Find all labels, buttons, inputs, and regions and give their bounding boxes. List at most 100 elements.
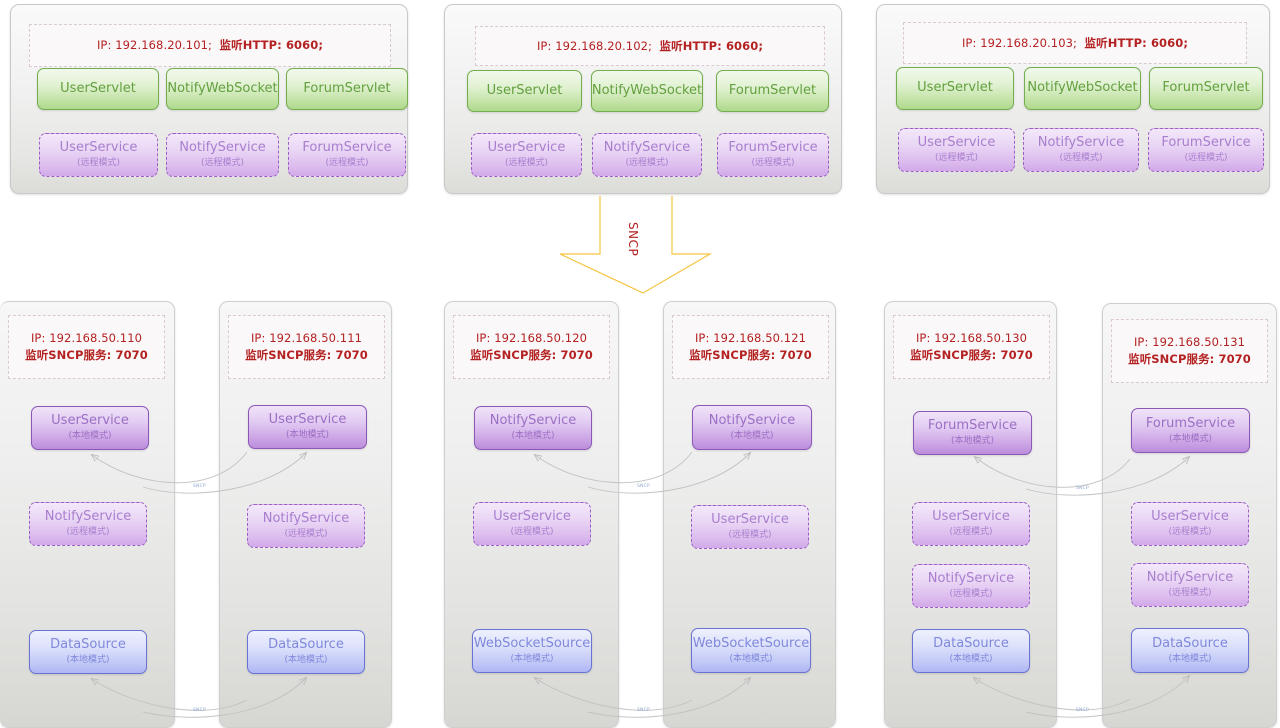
service-node-5-ip-header: IP: 192.168.50.130 监听SNCP服务: 7070 (893, 315, 1050, 379)
service-node-2-component-2[interactable]: NotifyService (远程模式) (247, 504, 365, 548)
component-label: DataSource (268, 637, 344, 653)
service-node-panel-1: IP: 192.168.50.110 监听SNCP服务: 7070 UserSe… (0, 301, 175, 728)
web-server-2-service-2[interactable]: NotifyService (远程模式) (592, 133, 702, 177)
service-node-2-ip-header: IP: 192.168.50.111 监听SNCP服务: 7070 (228, 315, 385, 379)
ip-line: IP: 192.168.50.130 (915, 331, 1028, 345)
component-mode: (本地模式) (510, 654, 554, 665)
sncp-protocol-label: SNCP (626, 222, 640, 257)
component-label: NotifyService (927, 571, 1015, 587)
component-label: DataSource (933, 636, 1009, 652)
component-mode: (本地模式) (949, 654, 993, 665)
component-mode: (本地模式) (285, 430, 330, 441)
ip-line: IP: 192.168.20.101; 监听HTTP: 6060; (96, 38, 324, 52)
component-mode: (本地模式) (66, 655, 110, 666)
component-label: NotifyWebSocket (1027, 80, 1138, 96)
component-label: UserService (59, 140, 138, 156)
service-node-6-component-3[interactable]: NotifyService (远程模式) (1131, 563, 1249, 607)
service-node-panel-6: IP: 192.168.50.131 监听SNCP服务: 7070 ForumS… (1102, 303, 1277, 728)
component-mode: (远程模式) (325, 158, 369, 169)
port-line: 监听SNCP服务: 7070 (25, 348, 148, 362)
component-label: NotifyService (603, 140, 691, 156)
component-label: NotifyService (44, 509, 132, 525)
service-node-4-component-1[interactable]: NotifyService (本地模式) (692, 405, 812, 450)
component-label: NotifyService (1146, 570, 1234, 586)
service-node-3-component-2[interactable]: UserService (远程模式) (473, 502, 591, 546)
component-mode: (远程模式) (76, 158, 121, 169)
web-server-3-servlet-1[interactable]: UserServlet (896, 67, 1014, 110)
web-server-1-servlet-2[interactable]: NotifyWebSocket (166, 68, 279, 110)
web-server-panel-2: IP: 192.168.20.102; 监听HTTP: 6060; UserSe… (444, 4, 842, 194)
web-server-1-servlet-1[interactable]: UserServlet (37, 68, 159, 110)
port-line: 监听SNCP服务: 7070 (470, 348, 593, 362)
service-node-6-component-4[interactable]: DataSource (本地模式) (1131, 628, 1249, 673)
component-label: WebSocketSource (692, 635, 810, 651)
ip-line: IP: 192.168.20.103; 监听HTTP: 6060; (961, 35, 1189, 50)
web-server-3-servlet-3[interactable]: ForumServlet (1149, 67, 1263, 110)
component-mode: (远程模式) (934, 153, 979, 164)
component-mode: (远程模式) (728, 530, 772, 541)
web-server-1-service-3[interactable]: ForumService (远程模式) (288, 133, 406, 177)
service-node-2-component-3[interactable]: DataSource (本地模式) (247, 630, 365, 674)
web-server-1-service-2[interactable]: NotifyService (远程模式) (166, 133, 279, 177)
web-server-3-service-1[interactable]: UserService (远程模式) (898, 128, 1015, 172)
component-mode: (远程模式) (949, 527, 993, 538)
component-label: NotifyService (708, 412, 796, 428)
web-server-3-ip-header: IP: 192.168.20.103; 监听HTTP: 6060; (903, 22, 1247, 64)
service-node-3-component-1[interactable]: NotifyService (本地模式) (474, 406, 592, 450)
component-label: DataSource (1152, 635, 1228, 651)
service-node-5-component-4[interactable]: DataSource (本地模式) (912, 629, 1030, 673)
service-node-2-component-1[interactable]: UserService (本地模式) (248, 405, 367, 449)
ip-line: IP: 192.168.50.111 (250, 331, 363, 345)
component-mode: (远程模式) (1184, 153, 1228, 164)
web-server-2-ip-header: IP: 192.168.20.102; 监听HTTP: 6060; (475, 26, 825, 66)
web-server-panel-1: IP: 192.168.20.101; 监听HTTP: 6060; UserSe… (10, 4, 408, 194)
component-label: ForumService (302, 140, 392, 156)
service-node-5-component-2[interactable]: UserService (远程模式) (912, 502, 1030, 546)
web-server-3-service-3[interactable]: ForumService (远程模式) (1148, 128, 1264, 172)
service-node-6-component-2[interactable]: UserService (远程模式) (1131, 502, 1249, 546)
service-node-3-component-3[interactable]: WebSocketSource (本地模式) (472, 629, 592, 673)
port-line: 监听SNCP服务: 7070 (910, 348, 1033, 362)
web-server-2-service-3[interactable]: ForumService (远程模式) (717, 133, 829, 177)
web-server-3-servlet-2[interactable]: NotifyWebSocket (1024, 67, 1141, 110)
service-node-5-component-3[interactable]: NotifyService (远程模式) (912, 564, 1030, 608)
web-server-2-service-1[interactable]: UserService (远程模式) (471, 133, 582, 177)
connector-label-3: SNCP (637, 484, 650, 489)
web-server-2-servlet-3[interactable]: ForumServlet (716, 70, 829, 112)
web-server-2-servlet-2[interactable]: NotifyWebSocket (591, 70, 703, 112)
port-line: 监听SNCP服务: 7070 (689, 348, 812, 362)
component-mode: (远程模式) (1059, 153, 1103, 164)
component-mode: (本地模式) (729, 653, 773, 664)
ip-line: IP: 192.168.50.120 (475, 331, 588, 345)
service-node-panel-3: IP: 192.168.50.120 监听SNCP服务: 7070 Notify… (444, 301, 619, 728)
service-node-4-ip-header: IP: 192.168.50.121 监听SNCP服务: 7070 (672, 315, 829, 379)
service-node-panel-2: IP: 192.168.50.111 监听SNCP服务: 7070 UserSe… (219, 301, 392, 728)
component-label: UserServlet (60, 80, 136, 96)
web-server-3-service-2[interactable]: NotifyService (远程模式) (1023, 128, 1139, 172)
ip-line: IP: 192.168.50.110 (30, 331, 143, 345)
service-node-6-component-1[interactable]: ForumService (本地模式) (1131, 408, 1250, 453)
service-node-panel-5: IP: 192.168.50.130 监听SNCP服务: 7070 ForumS… (884, 301, 1057, 728)
service-node-4-component-2[interactable]: UserService (远程模式) (691, 505, 809, 549)
component-label: UserService (917, 135, 996, 151)
service-node-3-ip-header: IP: 192.168.50.120 监听SNCP服务: 7070 (453, 315, 610, 379)
component-label: DataSource (50, 637, 126, 653)
component-mode: (本地模式) (1168, 653, 1212, 664)
service-node-panel-4: IP: 192.168.50.121 监听SNCP服务: 7070 Notify… (663, 301, 836, 728)
component-mode: (远程模式) (1168, 527, 1212, 538)
service-node-1-component-2[interactable]: NotifyService (远程模式) (29, 502, 147, 546)
component-label: NotifyService (179, 140, 266, 156)
service-node-4-component-3[interactable]: WebSocketSource (本地模式) (691, 628, 811, 673)
web-server-1-servlet-3[interactable]: ForumServlet (286, 68, 408, 110)
service-node-5-component-1[interactable]: ForumService (本地模式) (913, 411, 1032, 455)
service-node-1-component-3[interactable]: DataSource (本地模式) (29, 630, 147, 674)
component-label: ForumService (728, 140, 818, 156)
web-server-2-servlet-1[interactable]: UserServlet (467, 70, 582, 112)
component-label: UserService (268, 412, 347, 428)
component-label: UserService (493, 509, 571, 525)
component-mode: (远程模式) (66, 527, 110, 538)
component-label: NotifyWebSocket (167, 80, 278, 96)
service-node-1-component-1[interactable]: UserService (本地模式) (31, 406, 149, 450)
component-label: WebSocketSource (473, 636, 591, 652)
web-server-1-service-1[interactable]: UserService (远程模式) (39, 133, 158, 177)
